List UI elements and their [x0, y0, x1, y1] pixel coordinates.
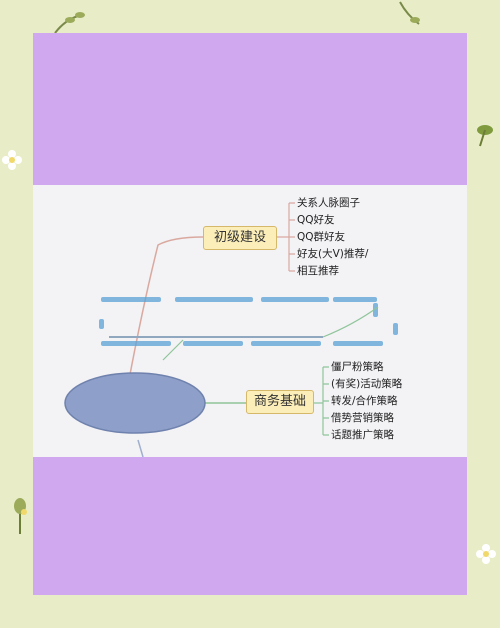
leaf-bottom-1: 僵尸粉策略 [331, 361, 384, 373]
leaf-bottom-3: 转发/合作策略 [331, 395, 398, 407]
node-bottom-branch: 商务基础 [246, 390, 314, 414]
corner-leaf-top-left [54, 12, 85, 34]
bottom-leaf-bracket [313, 366, 329, 436]
mindmap-connectors [64, 202, 398, 457]
connector-middle [162, 339, 184, 361]
node-top-branch: 初级建设 [203, 226, 277, 250]
connector-down [137, 439, 144, 457]
connector-top-branch [127, 236, 204, 386]
flower-left-icon [2, 150, 22, 170]
leaf-bottom-5: 话题推广策略 [331, 429, 394, 441]
central-topic-ellipse [64, 372, 206, 434]
blurred-branch-text [99, 297, 398, 346]
leaf-top-3: QQ群好友 [297, 231, 346, 243]
leaf-right-icon [477, 125, 493, 147]
leaf-top-4: 好友(大V)推荐/ [297, 248, 369, 260]
leaf-bottom-4: 借势营销策略 [331, 412, 394, 424]
mindmap-screenshot: 初级建设 关系人脉圈子 QQ好友 QQ群好友 好友(大V)推荐/ 相互推荐 商务… [33, 185, 467, 457]
flower-bottom-right-icon [476, 544, 496, 564]
flower-bottom-left-icon [14, 498, 27, 534]
leaf-top-2: QQ好友 [297, 214, 335, 226]
leaf-bottom-2: (有奖)活动策略 [331, 378, 403, 390]
leaf-top-1: 关系人脉圈子 [297, 197, 360, 209]
leaf-top-5: 相互推荐 [297, 265, 339, 277]
corner-leaf-top-right [399, 1, 420, 25]
top-leaf-bracket [277, 202, 295, 272]
